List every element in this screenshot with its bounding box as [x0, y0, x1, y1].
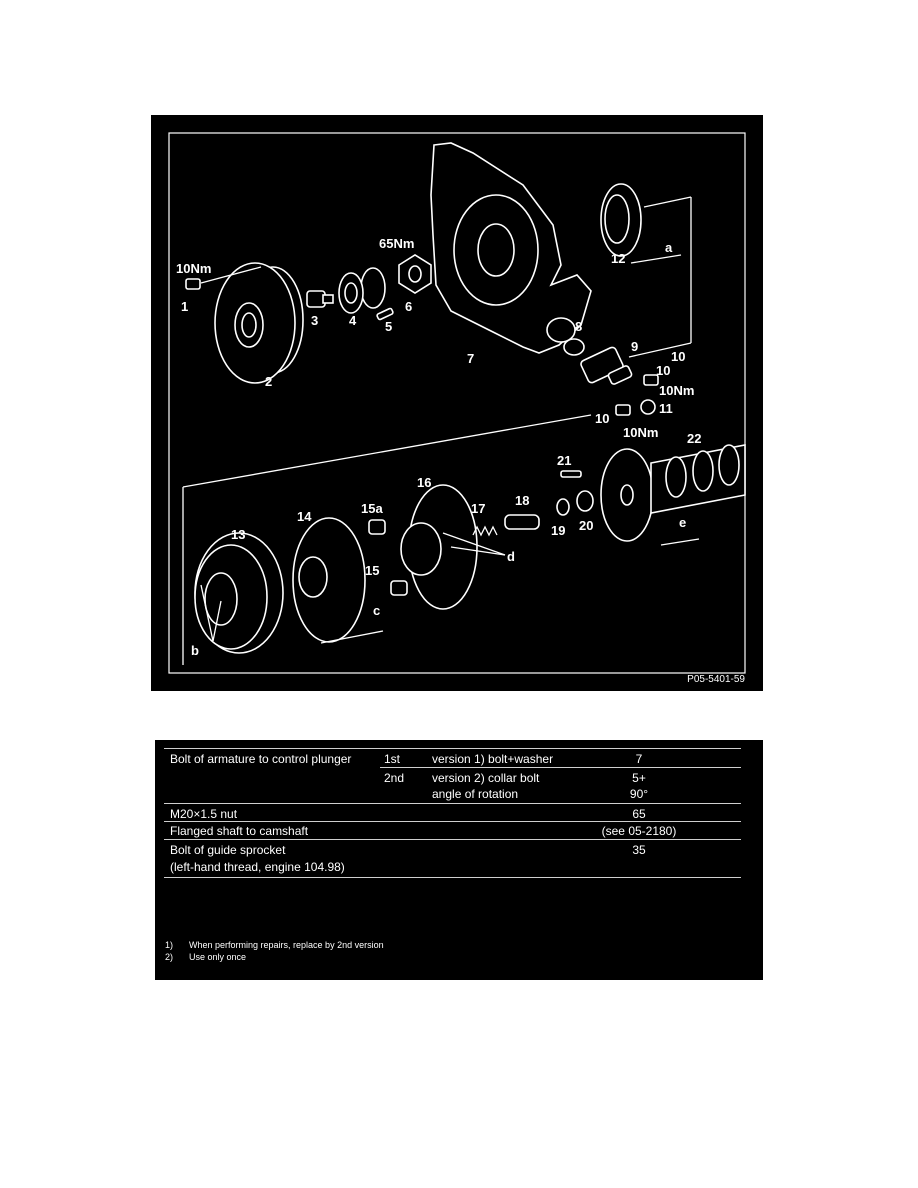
label-7: 7 [467, 351, 474, 366]
label-8: 8 [575, 319, 582, 334]
part-cell: Bolt of armature to control plunger [170, 752, 352, 766]
part-14-disc [292, 517, 366, 643]
part-8-oring [563, 338, 585, 356]
label-d: d [507, 549, 515, 564]
part-3-bolt [306, 290, 334, 308]
label-3: 3 [311, 313, 318, 328]
label-22: 22 [687, 431, 701, 446]
torque-label-65nm: 65Nm [379, 236, 414, 251]
label-13: 13 [231, 527, 245, 542]
part-5-pin [376, 307, 394, 321]
figure-reference: P05-5401-59 [687, 674, 745, 685]
label-19: 19 [551, 523, 565, 538]
value-cell: 5+ [632, 771, 646, 785]
part-cell: M20×1.5 nut [170, 807, 238, 821]
value-cell: 35 [632, 843, 646, 857]
part-6-nut [398, 254, 432, 294]
part-7-cover-plate [430, 142, 592, 354]
label-14: 14 [297, 509, 312, 524]
label-16: 16 [417, 475, 431, 490]
part-1-bolt [185, 278, 201, 290]
footnote-number: 2) [165, 952, 174, 962]
torque-spec-table: Bolt of armature to control plunger 1st … [155, 740, 763, 980]
footnote: 1) When performing repairs, replace by 2… [165, 940, 565, 952]
label-c: c [373, 603, 380, 618]
label-4: 4 [349, 313, 357, 328]
part-18-pin [504, 514, 540, 530]
label-12: 12 [611, 251, 625, 266]
label-10-bottom: 10 [595, 411, 609, 426]
label-10-side: 10 [671, 349, 685, 364]
label-e: e [679, 515, 686, 530]
label-2: 2 [265, 374, 272, 389]
type-cell: version 1) bolt+washer [432, 752, 554, 766]
label-18: 18 [515, 493, 529, 508]
label-15a: 15a [361, 501, 383, 516]
part-4-sleeve [338, 267, 386, 314]
part-22-camshaft [600, 444, 746, 542]
version-cell: 2nd [384, 771, 405, 785]
label-b: b [191, 643, 199, 658]
type-cell: angle of rotation [432, 787, 519, 801]
version-cell: 1st [384, 752, 401, 766]
part-17-spring [472, 525, 498, 537]
label-a: a [665, 240, 673, 255]
part-cell: (left-hand thread, engine 104.98) [170, 860, 345, 874]
part-9-plunger [580, 346, 633, 385]
value-cell: 90° [629, 787, 649, 801]
label-5: 5 [385, 319, 392, 334]
torque-label-10nm-1: 10Nm [176, 261, 211, 276]
part-15-bolts [368, 519, 408, 596]
type-cell: version 2) collar bolt [432, 771, 540, 785]
footnote-number: 1) [165, 940, 174, 950]
value-cell: (see 05-2180) [601, 824, 677, 838]
part-cell: Flanged shaft to camshaft [170, 824, 309, 838]
label-17: 17 [471, 501, 485, 516]
label-21: 21 [557, 453, 571, 468]
value-cell: 7 [635, 752, 643, 766]
part-10-bolts [615, 374, 659, 416]
part-2-armature [200, 262, 304, 384]
label-6: 6 [405, 299, 412, 314]
value-cell: 65 [632, 807, 646, 821]
label-11: 11 [659, 401, 673, 416]
part-12-seal [600, 183, 642, 257]
part-13-pulley [194, 532, 284, 654]
label-20: 20 [579, 518, 593, 533]
torque-label-10nm-3: 10Nm [623, 425, 658, 440]
label-10-top: 10 [656, 363, 670, 378]
label-15: 15 [365, 563, 379, 578]
label-1: 1 [181, 299, 188, 314]
parts-drawing: 10Nm 1 2 3 4 5 6 65Nm 7 8 9 10 10 10Nm 1… [168, 132, 746, 674]
exploded-parts-figure: 10Nm 1 2 3 4 5 6 65Nm 7 8 9 10 10 10Nm 1… [151, 115, 763, 691]
part-cell: Bolt of guide sprocket [170, 843, 286, 857]
footnote: 2) Use only once [165, 952, 565, 964]
part-19-20-rings [556, 490, 594, 516]
torque-label-10nm-2: 10Nm [659, 383, 694, 398]
part-16-sprocket [400, 484, 478, 610]
part-21-dowel [560, 470, 582, 478]
footnote-text: When performing repairs, replace by 2nd … [189, 940, 384, 950]
part-11-washer [640, 399, 656, 415]
footnote-text: Use only once [189, 952, 247, 962]
label-9: 9 [631, 339, 638, 354]
